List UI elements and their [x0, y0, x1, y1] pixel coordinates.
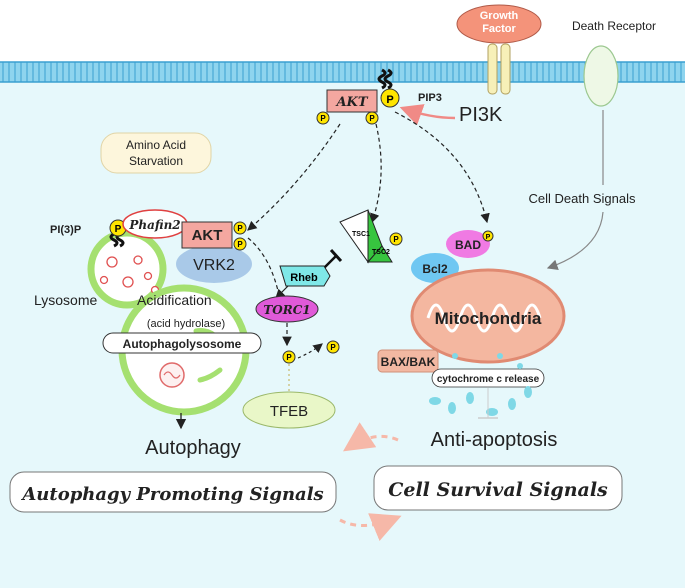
growth-factor-node [456, 4, 542, 44]
death-receptor-node [583, 45, 619, 107]
tsc-complex: TSC1 TSC2 [339, 209, 393, 264]
lysosome-node [87, 229, 167, 309]
akt-lysosome-node [181, 221, 233, 249]
growth-factor-label: Growth [480, 10, 519, 22]
phospho-akt-lyso-2 [233, 237, 247, 251]
autophagy-label: Autophagy [145, 437, 241, 459]
pi3k-to-akt-arrow [399, 104, 456, 126]
phospho-label: P [330, 343, 336, 352]
cell-survival-label: Cell Survival Signals [388, 479, 608, 501]
phospho-label: P [237, 224, 243, 233]
anti-apoptosis-label: Anti-apoptosis [431, 429, 558, 451]
rheb-node [279, 265, 331, 287]
lipid-anchor-icon [377, 68, 387, 90]
autophagy-promoting-label: Autophagy Promoting Signals [20, 484, 323, 505]
cytochrome-dots [429, 353, 532, 416]
phospho-label: P [369, 114, 375, 123]
death-signal-arrow [548, 110, 604, 268]
autophagy-to-survival-arrow [339, 513, 402, 542]
phafin2-label: Phafin2 [128, 218, 180, 232]
pi3k-label: PI3K [459, 104, 503, 126]
growth-factor-label-2: Factor [482, 23, 516, 35]
phospho-akt-lyso-1 [233, 221, 247, 235]
akt-to-tsc-arrow [370, 123, 382, 224]
akt-lysosome-label: AKT [192, 227, 223, 244]
akt-membrane-label: AKT [334, 95, 368, 110]
phospho-label: P [286, 353, 292, 362]
phospho-tfeb-2 [326, 340, 340, 354]
cytochrome-label: cytochrome c release [437, 374, 540, 385]
bax-bak-label: BAX/BAK [381, 355, 436, 369]
pi3p-label: PI(3)P [50, 224, 81, 236]
vrk2-label: VRK2 [193, 257, 235, 274]
mitochondria-node [410, 268, 566, 364]
acidification-label: Acidification [137, 292, 212, 308]
phospho-akt-membrane-1 [380, 88, 400, 108]
amino-acid-label: Amino Acid [126, 138, 186, 152]
phospho-tfeb-1 [282, 350, 296, 364]
phospho-bad [482, 230, 494, 242]
mitochondria-label: Mitochondria [435, 309, 542, 328]
death-receptor-label: Death Receptor [572, 19, 656, 33]
phospho-akt-membrane-2 [316, 111, 330, 125]
rheb-label: Rheb [290, 272, 318, 284]
bax-bak-node [377, 349, 439, 373]
phospho-label: P [386, 94, 393, 106]
phospho-akt-membrane-3 [365, 111, 379, 125]
phospho-label: P [320, 114, 326, 123]
phospho-label: P [115, 224, 122, 235]
cell-death-signals-label: Cell Death Signals [529, 191, 636, 206]
bcl2-node [411, 253, 459, 283]
akt-to-lysosomal-akt-arrow [247, 123, 341, 231]
receptor-left [487, 43, 498, 95]
lysosome-label: Lysosome [34, 292, 98, 308]
phospho-label: P [237, 240, 243, 249]
receptor-right [500, 43, 511, 95]
vrk2-node [176, 245, 252, 283]
torc1-node [255, 295, 319, 323]
bad-label: BAD [455, 238, 481, 252]
cristae-icon [426, 303, 542, 333]
bad-node [446, 230, 490, 258]
autophagy-promoting-box [9, 471, 337, 513]
tsc2-label: TSC2 [372, 249, 390, 256]
bcl2-label: Bcl2 [422, 262, 448, 276]
cell-survival-box [373, 465, 623, 511]
acid-hydrolase-label: (acid hydrolase) [147, 318, 225, 330]
amino-acid-label-2: Starvation [129, 154, 183, 168]
akt-membrane-node [326, 89, 378, 113]
tfeb-label: TFEB [270, 403, 308, 420]
pip3-label: PIP3 [418, 92, 442, 104]
phospho-label: P [393, 235, 399, 244]
torc1-label: TORC1 [263, 303, 310, 317]
plasma-membrane [0, 62, 685, 82]
autophagolysosome-tag [102, 332, 262, 354]
tsc1-label: TSC1 [352, 231, 370, 238]
autophagolysosome-label: Autophagolysosome [123, 337, 242, 351]
tfeb-node [242, 391, 336, 429]
cytochrome-tag [431, 368, 545, 388]
survival-to-autophagy-arrow [343, 422, 399, 452]
phospho-label: P [486, 234, 491, 241]
amino-acid-box [100, 132, 212, 174]
phospho-tsc [389, 232, 403, 246]
